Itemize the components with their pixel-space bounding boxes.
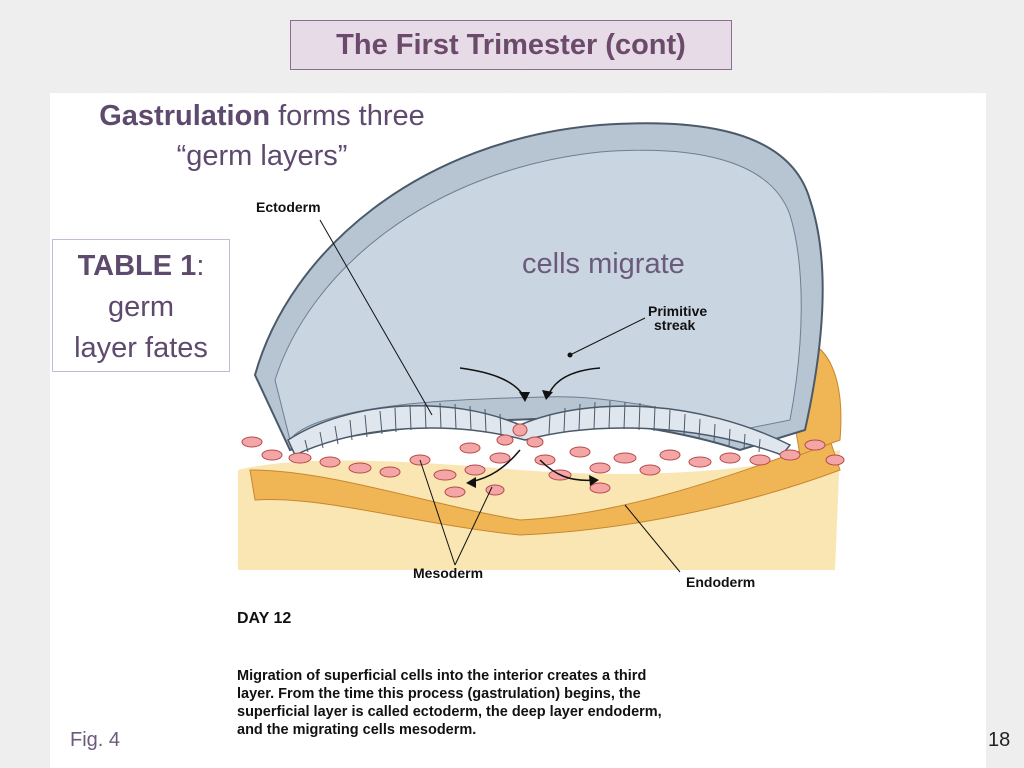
headline: Gastrulation forms three “germ layers” xyxy=(62,96,462,176)
figure-caption: Migration of superficial cells into the … xyxy=(237,668,662,738)
figure-number: Fig. 4 xyxy=(70,729,121,751)
day-label: DAY 12 xyxy=(237,610,292,627)
slide-title: The First Trimester (cont) xyxy=(290,20,732,70)
headline-rest: forms three xyxy=(270,100,425,132)
headline-line2: “germ layers” xyxy=(176,140,348,172)
table-line2: germ xyxy=(107,291,175,323)
table-colon: : xyxy=(196,250,205,282)
cells-migrate-annotation: cells migrate xyxy=(522,248,685,280)
table-reference-box: TABLE 1: germ layer fates xyxy=(52,239,230,372)
table-line3: layer fates xyxy=(74,332,208,364)
headline-bold: Gastrulation xyxy=(99,100,271,132)
table-label: TABLE 1 xyxy=(77,250,197,282)
page-number: 18 xyxy=(988,729,1011,751)
